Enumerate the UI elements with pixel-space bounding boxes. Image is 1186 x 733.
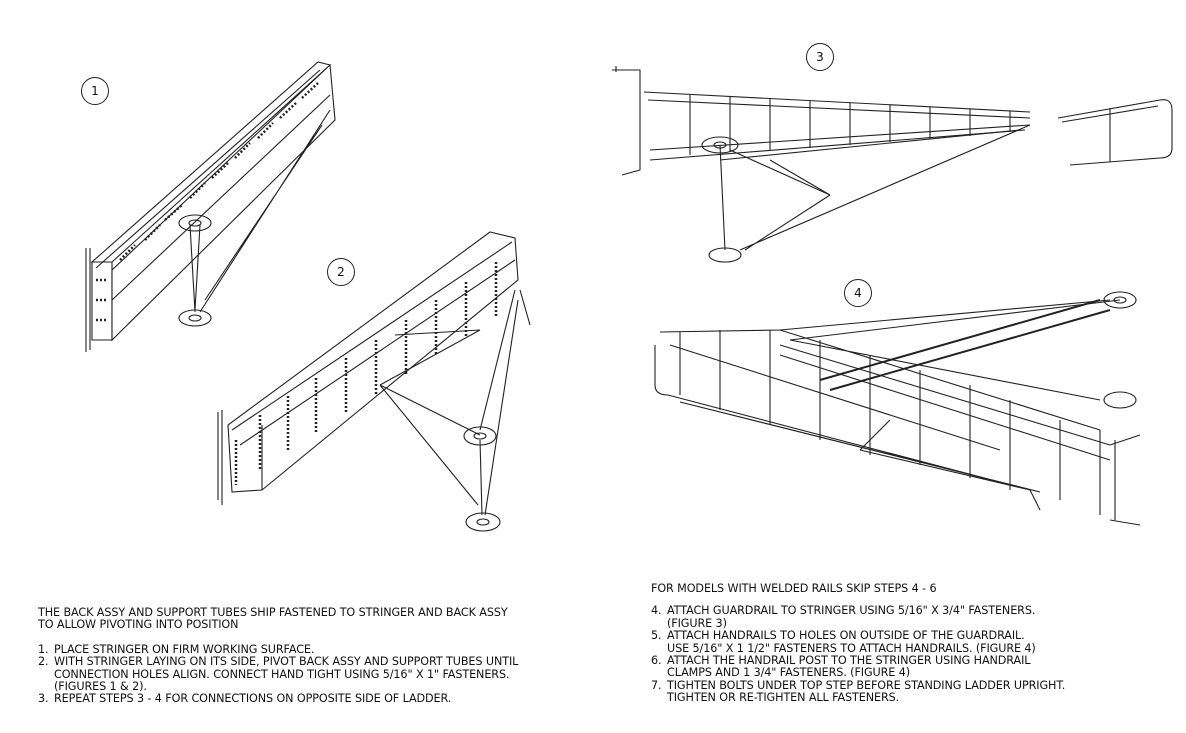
step-number: 6. [651,654,662,668]
intro-line: THE BACK ASSY AND SUPPORT TUBES SHIP FAS… [38,606,508,619]
step-text: PLACE STRINGER ON FIRM WORKING SURFACE. [54,642,315,656]
step-number: 5. [651,629,662,643]
figure-3-callout: 3 [806,43,834,71]
figure-4-ladder-drawing [654,291,1141,526]
step-2: 2. WITH STRINGER LAYING ON ITS SIDE, PIVO… [38,655,519,694]
figure-3-ladder-drawing [612,66,1173,263]
step-text: CLAMPS AND 1 3/4" FASTENERS. (FIGURE 4) [667,666,911,680]
step-3: 3. REPEAT STEPS 3 - 4 FOR CONNECTIONS ON … [38,692,518,706]
step-6: 6. ATTACH THE HANDRAIL POST TO THE STRING… [651,654,1065,680]
step-number: 1. [38,642,49,656]
step-text: ATTACH THE HANDRAIL POST TO THE STRINGER… [667,654,1031,668]
step-5: 5. ATTACH HANDRAILS TO HOLES ON OUTSIDE O… [651,629,1065,655]
welded-rails-note: FOR MODELS WITH WELDED RAILS SKIP STEPS … [651,582,937,595]
step-1: 1. PLACE STRINGER ON FIRM WORKING SURFACE… [38,642,518,656]
step-text: (FIGURE 3) [667,616,727,630]
step-text: WITH STRINGER LAYING ON ITS SIDE, PIVOT … [54,655,519,669]
step-number: 2. [38,655,49,669]
left-instructions: THE BACK ASSY AND SUPPORT TUBES SHIP FAS… [38,606,519,706]
figure-1-ladder-drawing [85,61,336,352]
right-instructions: FOR MODELS WITH WELDED RAILS SKIP STEPS … [651,582,1066,705]
step-number: 3. [38,692,49,706]
step-number: 4. [651,604,662,618]
step-text: (FIGURES 1 & 2). [54,680,147,694]
step-text: CONNECTION HOLES ALIGN. CONNECT HAND TIG… [54,667,510,681]
step-text: ATTACH HANDRAILS TO HOLES ON OUTSIDE OF … [667,629,1025,643]
figure-1-callout: 1 [81,77,109,105]
step-text: TIGHTEN OR RE-TIGHTEN ALL FASTENERS. [667,691,900,705]
step-4: 4. ATTACH GUARDRAIL TO STRINGER USING 5/1… [651,604,1065,630]
step-text: REPEAT STEPS 3 - 4 FOR CONNECTIONS ON OP… [54,692,452,706]
step-7: 7. TIGHTEN BOLTS UNDER TOP STEP BEFORE ST… [651,678,1066,705]
step-text: TIGHTEN BOLTS UNDER TOP STEP BEFORE STAN… [667,678,1066,692]
step-number: 7. [651,678,662,692]
intro-line: TO ALLOW PIVOTING INTO POSITION [38,618,239,632]
figure-4-callout: 4 [844,279,872,307]
step-text: ATTACH GUARDRAIL TO STRINGER USING 5/16"… [667,604,1036,618]
step-text: USE 5/16" X 1 1/2" FASTENERS TO ATTACH H… [667,641,1036,655]
figure-2-ladder-drawing [217,231,531,532]
figure-2-callout: 2 [327,258,355,286]
